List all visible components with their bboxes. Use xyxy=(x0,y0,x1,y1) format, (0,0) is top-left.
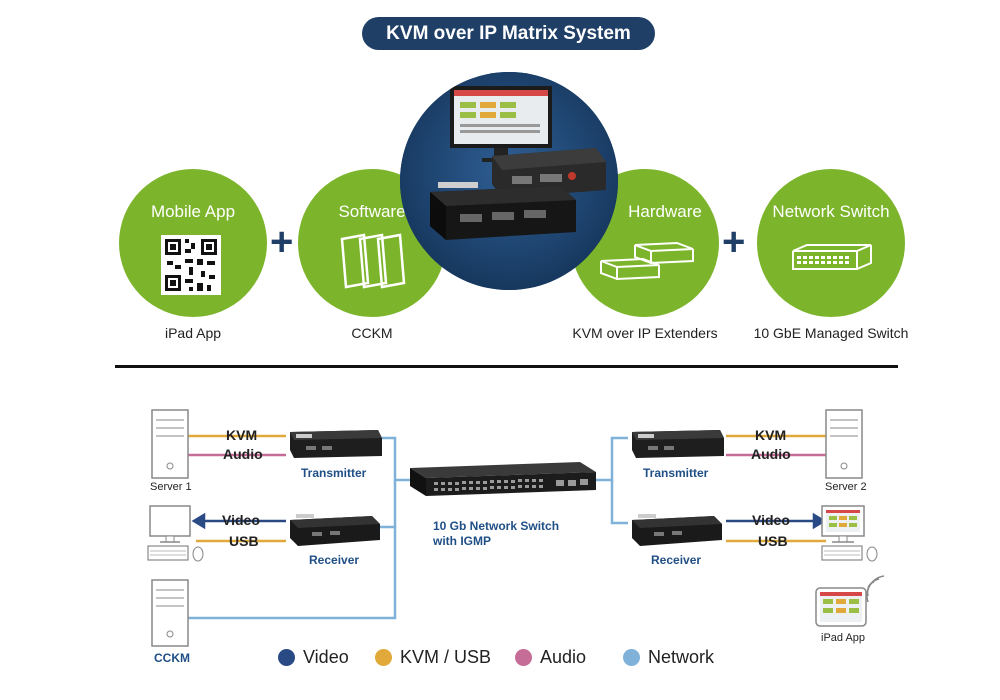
transmitter-label-right: Transmitter xyxy=(643,466,709,480)
legend-label: KVM / USB xyxy=(400,647,492,667)
receiver-label-left: Receiver xyxy=(309,553,360,567)
legend-label: Network xyxy=(648,647,715,667)
audio-legend-dot xyxy=(515,649,532,666)
right-monitor-icon xyxy=(821,505,865,543)
legend-item-video: Video xyxy=(278,647,349,668)
legend-item-network: Network xyxy=(623,647,714,668)
legend-label: Video xyxy=(303,647,349,667)
software-pages-icon xyxy=(340,233,406,289)
legend-item-kvm-usb: KVM / USB xyxy=(375,647,491,668)
hardware-caption: KVM over IP Extenders xyxy=(572,325,718,341)
left-transmitter-device xyxy=(290,430,382,458)
right-keyboard-icon xyxy=(821,545,878,562)
network-legend-dot xyxy=(623,649,640,666)
video-legend-dot xyxy=(278,649,295,666)
ipad-icon xyxy=(815,587,867,627)
server-2-label: Server 2 xyxy=(825,481,867,493)
left-monitor-icon xyxy=(149,505,191,543)
switch-label-line1: 10 Gb Network Switch xyxy=(433,519,560,533)
network-lines xyxy=(188,436,628,620)
kvm-label-right: KVM xyxy=(755,427,787,443)
switch-label-line2: with IGMP xyxy=(433,534,491,548)
server-2-icon xyxy=(825,409,863,479)
usb-label-right: USB xyxy=(758,533,788,549)
usb-label-left: USB xyxy=(229,533,259,549)
mobile-app-title: Mobile App xyxy=(150,202,236,221)
legend-item-audio: Audio xyxy=(515,647,586,668)
video-label-right: Video xyxy=(752,512,790,528)
audio-label-left: Audio xyxy=(223,446,263,462)
right-receiver-device xyxy=(632,514,722,546)
right-transmitter-device xyxy=(632,430,724,458)
transmitter-label-left: Transmitter xyxy=(301,466,367,480)
plus-icon: + xyxy=(270,220,294,264)
cckm-label: CCKM xyxy=(154,651,190,665)
server-1-label: Server 1 xyxy=(150,481,192,493)
divider xyxy=(115,365,898,368)
cckm-server-icon xyxy=(151,579,189,647)
kvm-usb-legend-dot xyxy=(375,649,392,666)
legend-label: Audio xyxy=(540,647,587,667)
audio-label-right: Audio xyxy=(751,446,791,462)
server-1-icon xyxy=(151,409,189,479)
qr-code-icon xyxy=(161,235,221,295)
plus-icon: + xyxy=(722,220,746,264)
left-receiver-device xyxy=(290,514,380,546)
kvm-label-left: KVM xyxy=(226,427,258,443)
mobile-app-caption: iPad App xyxy=(164,325,222,341)
ipad-app-label: iPad App xyxy=(821,632,866,644)
receiver-label-right: Receiver xyxy=(651,553,702,567)
product-photo-circle xyxy=(400,72,618,290)
wifi-icon xyxy=(866,575,885,603)
network-switch-circle: Network Switch xyxy=(757,169,905,317)
switch-icon xyxy=(792,244,872,270)
extender-boxes-icon xyxy=(600,241,694,281)
network-switch-title: Network Switch xyxy=(772,202,890,221)
hardware-title: Hardware xyxy=(628,202,702,221)
page-title: KVM over IP Matrix System xyxy=(362,17,655,50)
mobile-app-circle: Mobile App xyxy=(119,169,267,317)
network-switch-caption: 10 GbE Managed Switch xyxy=(753,325,909,341)
product-photo xyxy=(400,72,618,290)
video-label-left: Video xyxy=(222,512,260,528)
software-caption: CCKM xyxy=(351,325,393,341)
network-switch-device xyxy=(410,462,596,496)
software-title: Software xyxy=(338,202,406,221)
left-keyboard-icon xyxy=(147,545,204,562)
